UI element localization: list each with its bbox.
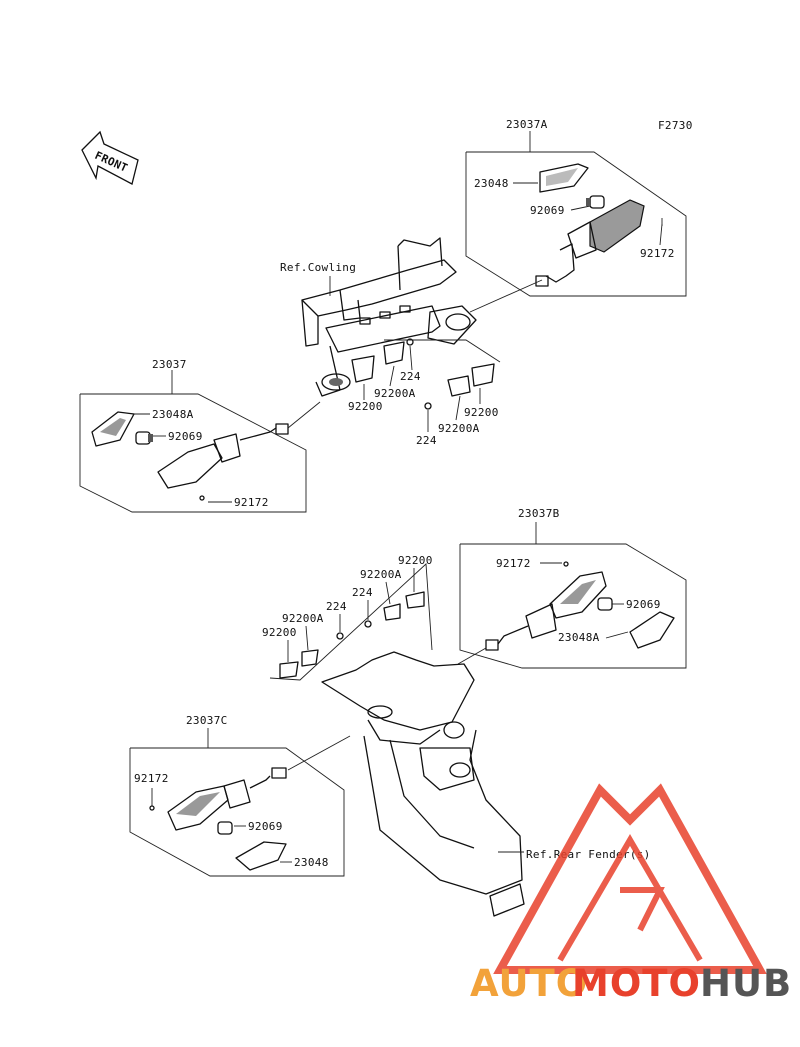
signal-housing-b [485,561,607,651]
label-92200-front-right: 92200 [464,406,499,419]
label-92172-b: 92172 [496,557,531,570]
label-92172-c: 92172 [134,772,169,785]
assembly-23037-frame [79,370,307,513]
label-92200-rear-right: 92200 [398,554,433,567]
bulb-92069-front [135,431,153,445]
label-23037b: 23037B [518,507,560,520]
label-23048-a: 23048 [474,177,509,190]
assembly-23037a-frame [465,131,687,297]
watermark-text: AUTO MOTO HUB [470,962,792,1005]
figure-code: F2730 [658,119,693,132]
watermark-auto: AUTO [470,962,588,1005]
label-92069-c: 92069 [248,820,283,833]
label-92200-front-left: 92200 [348,400,383,413]
bulb-92069-a [586,195,605,209]
bulb-92069-b [597,597,613,611]
assembly-23037b-frame [459,522,687,669]
label-23037c: 23037C [186,714,228,727]
bulb-92069-c [217,821,233,835]
label-224-rear-left: 224 [326,600,347,613]
rear-fender [321,651,525,917]
watermark-moto: MOTO [572,962,701,1005]
label-92200a-rear-left: 92200A [282,612,324,625]
label-92200a-front-right: 92200A [438,422,480,435]
watermark-logo [493,783,767,974]
cowling-bracket [301,237,477,397]
ref-cowling-label: Ref.Cowling [280,261,356,274]
ref-rear-fender-label: Ref.Rear Fender(s) [526,848,651,861]
label-92200a-rear-right: 92200A [360,568,402,581]
label-224-front-left: 224 [400,370,421,383]
label-23037a: 23037A [506,118,548,131]
watermark-hub: HUB [700,962,792,1005]
lens-23048-a [539,163,589,193]
lens-23048a-b [629,611,675,649]
label-92069-b: 92069 [626,598,661,611]
lens-23048-c [235,841,287,871]
label-23037: 23037 [152,358,187,371]
label-92172-front: 92172 [234,496,269,509]
signal-housing-a [535,199,645,287]
front-mount-parts [351,338,501,410]
label-224-rear-right: 224 [352,586,373,599]
label-23048a-b: 23048A [558,631,600,644]
lens-23048a-front [91,411,135,447]
assembly-23037c-frame [129,728,345,877]
label-92200a-front-left: 92200A [374,387,416,400]
label-23048a-front: 23048A [152,408,194,421]
label-92069-a: 92069 [530,204,565,217]
label-92172-a: 92172 [640,247,675,260]
signal-housing-front [157,423,289,501]
label-92200-rear-left: 92200 [262,626,297,639]
front-arrow-icon: FRONT [81,130,139,185]
rear-mount-parts [279,591,425,679]
label-23048-c: 23048 [294,856,329,869]
label-92069-front: 92069 [168,430,203,443]
signal-housing-c [149,767,287,831]
label-224-front-right: 224 [416,434,437,447]
